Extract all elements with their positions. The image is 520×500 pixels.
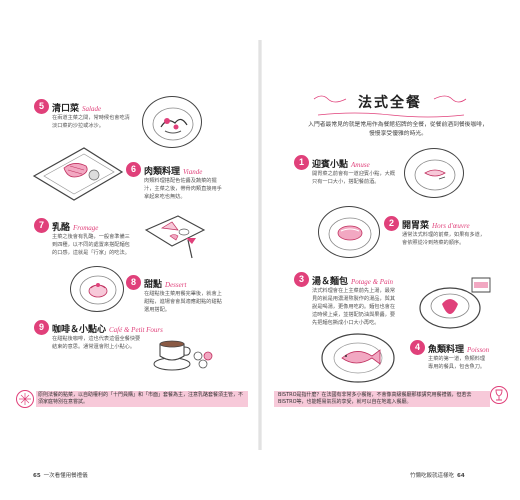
running-title: 竹懶吃飯就這樣吃 xyxy=(410,473,455,479)
course-description: 在兩道主菜之間，常時候也會吃清淡口菜的沙拉或冰沙。 xyxy=(52,115,130,129)
hors-doeuvre-icon xyxy=(328,217,372,251)
salad-plate-illustration xyxy=(142,96,202,148)
course-title-zh: 魚類料理 xyxy=(428,345,465,355)
page-title: 法式全餐 xyxy=(358,95,422,111)
course-title-fr: Amuse xyxy=(351,161,370,169)
course-number: 7 xyxy=(34,218,49,233)
hors-doeuvre-plate-illustration xyxy=(318,206,380,258)
course-number: 6 xyxy=(126,162,141,177)
course-title-fr: Dessert xyxy=(165,281,187,289)
soup-icon xyxy=(419,277,491,329)
course-title-zh: 咖啡＆小點心 xyxy=(52,325,107,335)
fish-icon xyxy=(321,333,395,383)
course-title-fr: Salade xyxy=(82,105,102,113)
course-title-zh: 乳酪 xyxy=(52,223,71,233)
title-box: 法式全餐 xyxy=(340,92,440,112)
course-title-zh: 開胃菜 xyxy=(402,221,430,231)
course-title-fr: Fromage xyxy=(73,224,99,232)
course-number: 3 xyxy=(294,272,309,287)
intro-text: 入門者最常見的就是常用作為餐館招牌的全餐，從餐前酒到餐後咖啡，慢慢享受優雅的時光… xyxy=(308,122,488,137)
course-description: 在甜點後咖啡，這也代表這個全餐快要結束的意思。通常還會附上小點心。 xyxy=(52,336,141,350)
course-number: 2 xyxy=(384,216,399,231)
course-title-fr: Hors d'œuvre xyxy=(432,222,470,230)
course-title-fr: Café & Petit Fours xyxy=(109,326,163,334)
flourish-left-icon xyxy=(313,95,347,103)
amuse-plate-illustration xyxy=(404,148,464,198)
running-title: 一次看懂用餐禮儀 xyxy=(43,473,88,479)
cheese-board-illustration xyxy=(140,210,210,260)
course-title-zh: 清口菜 xyxy=(52,104,80,114)
flourish-right-icon xyxy=(433,95,467,103)
course-title-zh: 肉類料理 xyxy=(144,167,181,177)
course-description: 主菜的第一道，魚類料理專用的餐具，包含魚刀。 xyxy=(428,356,486,370)
course-number: 8 xyxy=(126,275,141,290)
course-title-fr: Poisson xyxy=(467,346,490,354)
tip-bar xyxy=(274,391,490,407)
tip-text: BISTRO是指什麼？在法國有非常多小餐館，不會像高級餐廳那樣講究用餐禮儀，但若… xyxy=(278,392,472,405)
lemon-icon xyxy=(16,390,34,408)
course-title-fr: Potage & Pain xyxy=(351,278,394,286)
fish-dish-illustration xyxy=(316,326,402,388)
page-number: 64 xyxy=(457,473,465,479)
cheese-icon xyxy=(144,215,206,259)
tip-text: 原則法餐的點菜，以自助權利的「十門員購」和「市面」套餐為主，注意乳酪套餐須主管，… xyxy=(38,392,244,405)
course-number: 1 xyxy=(294,155,309,170)
course-number: 5 xyxy=(34,99,49,114)
amuse-icon xyxy=(414,159,456,191)
dessert-plate-illustration xyxy=(70,266,124,312)
coffee-cup-illustration xyxy=(150,320,220,374)
course-title-zh: 迎賓小點 xyxy=(312,160,349,170)
dessert-icon xyxy=(79,275,117,305)
course-number: 4 xyxy=(410,340,425,355)
title-underline-icon xyxy=(317,112,465,118)
course-title-zh: 甜點 xyxy=(144,280,163,290)
tip-bar xyxy=(36,391,248,407)
book-gutter xyxy=(258,40,262,450)
meat-icon xyxy=(32,147,124,201)
meat-dish-illustration xyxy=(30,142,126,204)
course-description: 在甜點後主菜用餐完畢後，就會上甜點，進場會會與適應甜點的甜點選用搭配。 xyxy=(144,291,222,313)
soup-bread-illustration xyxy=(406,268,496,334)
course-description: 肉類料理搭配色佐醬及蔬菜的擺汁，主菜之後，帶骨肉類直接用手拿起來吃也無妨。 xyxy=(144,178,222,200)
page-number: 65 xyxy=(33,473,41,479)
course-description: 通常法式料理的前菜，如果有多道，會依照從冷到熱菜的順序。 xyxy=(402,232,486,246)
wine-glass-icon xyxy=(490,386,508,404)
course-description: 主菜之後會有乳酪，一般會準備三到四種，以不同的處置來搭配麵包的口感，這就是「行家… xyxy=(52,234,130,256)
course-title-zh: 湯＆麵包 xyxy=(312,277,349,287)
course-description: 開胃菜之前會有一道迎賓小點，大概只有一口大小，搭配餐前酒。 xyxy=(312,171,396,185)
course-title-fr: Viande xyxy=(183,168,203,176)
coffee-icon xyxy=(153,340,213,371)
salad-icon xyxy=(152,107,194,141)
course-number: 9 xyxy=(34,320,49,335)
course-description: 法式料理會在上主菜前先上湯，最常見的就是用濃湯熬製作的湯品，與其說是喝湯，更像用… xyxy=(312,288,396,326)
